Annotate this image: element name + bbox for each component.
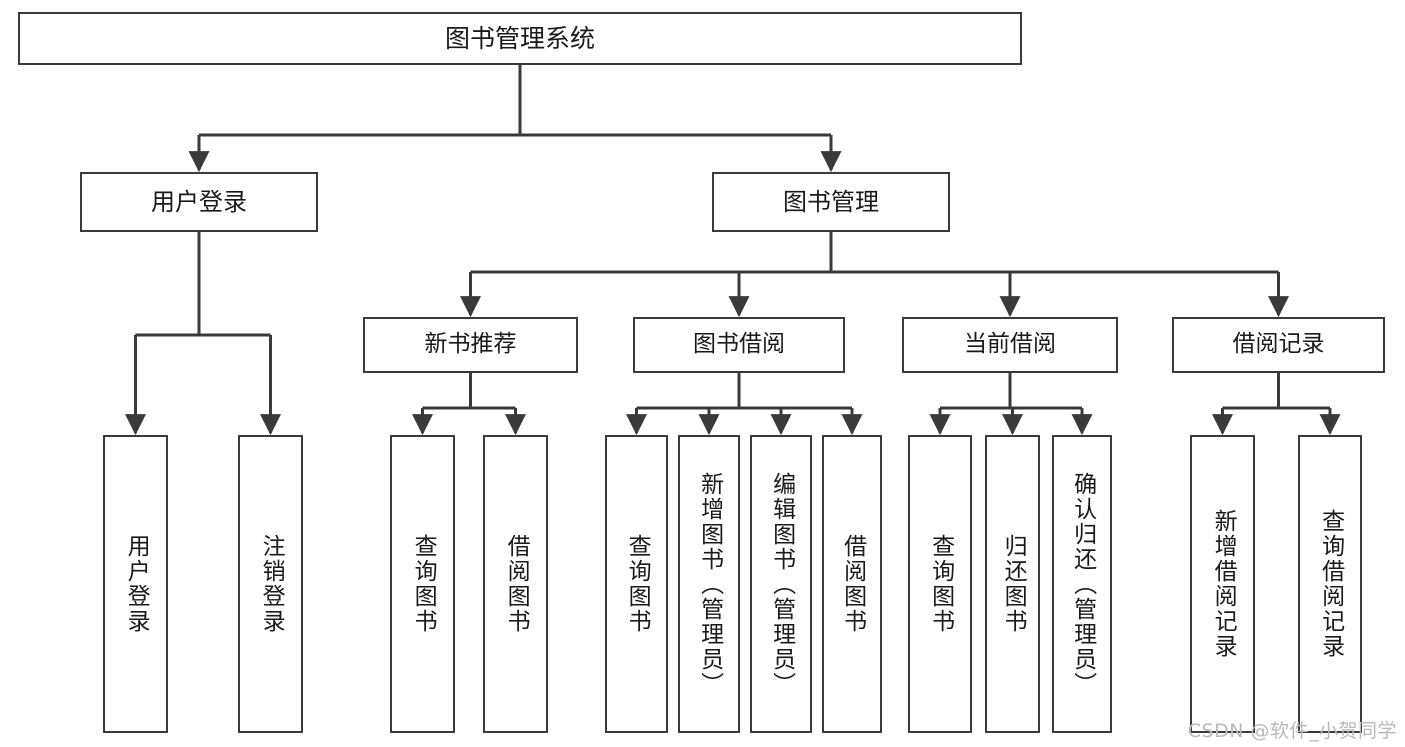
node-leaf-borrow-book-2-label: 借阅图书 bbox=[839, 534, 866, 634]
node-leaf-user-login-label: 用户登录 bbox=[123, 534, 150, 634]
node-user-login[interactable]: 用户登录 bbox=[80, 172, 318, 232]
node-leaf-borrow-book-2[interactable]: 借阅图书 bbox=[822, 435, 882, 733]
node-leaf-query-book-3[interactable]: 查询图书 bbox=[908, 435, 972, 733]
node-root[interactable]: 图书管理系统 bbox=[18, 12, 1022, 65]
node-book-borrow[interactable]: 图书借阅 bbox=[633, 317, 845, 373]
node-borrow-record[interactable]: 借阅记录 bbox=[1172, 317, 1385, 373]
node-leaf-borrow-book-1[interactable]: 借阅图书 bbox=[483, 435, 548, 733]
node-book-manage-label: 图书管理 bbox=[783, 187, 879, 216]
node-leaf-return-book-label: 归还图书 bbox=[1000, 534, 1027, 634]
node-leaf-query-record-label: 查询借阅记录 bbox=[1317, 509, 1344, 659]
node-leaf-confirm-return-label: 确认归还（管理员） bbox=[1069, 471, 1096, 697]
node-leaf-user-logout-label: 注销登录 bbox=[258, 534, 285, 634]
node-leaf-add-record[interactable]: 新增借阅记录 bbox=[1190, 435, 1255, 733]
node-leaf-user-login[interactable]: 用户登录 bbox=[103, 435, 168, 733]
node-leaf-confirm-return[interactable]: 确认归还（管理员） bbox=[1052, 435, 1112, 733]
node-leaf-query-book-1[interactable]: 查询图书 bbox=[390, 435, 455, 733]
node-leaf-return-book[interactable]: 归还图书 bbox=[985, 435, 1040, 733]
node-leaf-edit-book-label: 编辑图书（管理员） bbox=[768, 471, 795, 697]
node-leaf-query-book-2[interactable]: 查询图书 bbox=[605, 435, 668, 733]
node-leaf-edit-book[interactable]: 编辑图书（管理员） bbox=[750, 435, 812, 733]
node-root-label: 图书管理系统 bbox=[444, 23, 595, 53]
node-current-borrow-label: 当前借阅 bbox=[964, 331, 1056, 358]
node-user-login-label: 用户登录 bbox=[151, 187, 247, 216]
node-leaf-add-record-label: 新增借阅记录 bbox=[1210, 509, 1237, 659]
watermark-text: CSDN @软件_小贺同学 bbox=[1187, 720, 1397, 742]
node-new-book-recommend-label: 新书推荐 bbox=[424, 331, 517, 358]
node-leaf-borrow-book-1-label: 借阅图书 bbox=[503, 534, 530, 634]
node-current-borrow[interactable]: 当前借阅 bbox=[902, 317, 1118, 373]
node-book-borrow-label: 图书借阅 bbox=[693, 331, 785, 358]
node-book-manage[interactable]: 图书管理 bbox=[712, 172, 950, 232]
node-leaf-add-book[interactable]: 新增图书（管理员） bbox=[678, 435, 740, 733]
node-leaf-query-book-2-label: 查询图书 bbox=[624, 534, 651, 634]
node-leaf-add-book-label: 新增图书（管理员） bbox=[696, 471, 723, 697]
node-leaf-user-logout[interactable]: 注销登录 bbox=[238, 435, 303, 733]
node-new-book-recommend[interactable]: 新书推荐 bbox=[363, 317, 578, 373]
node-borrow-record-label: 借阅记录 bbox=[1232, 331, 1325, 358]
node-leaf-query-book-3-label: 查询图书 bbox=[927, 534, 954, 634]
node-leaf-query-book-1-label: 查询图书 bbox=[410, 534, 437, 634]
node-leaf-query-record[interactable]: 查询借阅记录 bbox=[1298, 435, 1362, 733]
